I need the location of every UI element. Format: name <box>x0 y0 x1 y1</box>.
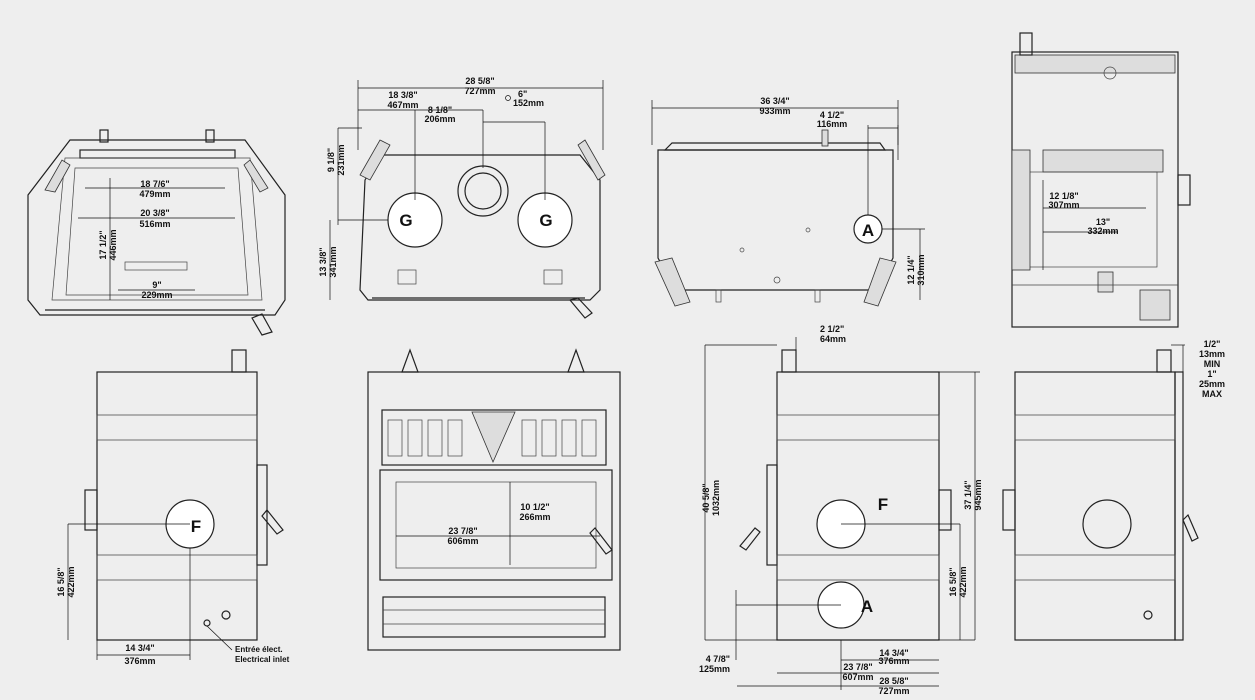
dim-rr-tm: 64mm <box>820 334 846 344</box>
electrical-inlet-fr-label: Entrée élect. <box>235 645 283 654</box>
g-marker-left: G <box>399 211 412 230</box>
dim-sd-am: 13mm <box>1199 349 1225 359</box>
dim-fv-w2m: 516mm <box>139 219 170 229</box>
section-view: 12 1/8" 307mm 13" 332mm <box>1011 32 1191 328</box>
dim-tv-cm: 152mm <box>513 98 544 108</box>
rear-view: F A 2 1/2" 64mm 40 5/8" 1032mm 37 1/4" 9… <box>699 324 983 696</box>
dim-fv-hm: 446mm <box>108 229 118 260</box>
dim-rr-h2: 37 1/4" <box>963 480 973 509</box>
a-marker-bottom: A <box>862 221 874 240</box>
dim-rr-h3m: 422mm <box>958 566 968 597</box>
a-marker-rear: A <box>861 597 873 616</box>
dim-rl-hm: 422mm <box>66 566 76 597</box>
dim-rr-w2: 23 7/8" <box>843 662 872 672</box>
dim-tv-dm: 231mm <box>336 144 346 175</box>
dim-sv-b: 13" <box>1096 217 1110 227</box>
dim-tv-b: 8 1/8" <box>428 105 452 115</box>
dim-fr-wm: 606mm <box>447 536 478 546</box>
dim-fv-bm: 229mm <box>141 290 172 300</box>
rear-left-view: F 16 5/8" 422mm 14 3/4" 376mm Entrée éle… <box>56 349 290 666</box>
dim-rr-w1: 14 3/4" <box>879 648 908 658</box>
dim-fv-w1m: 479mm <box>139 189 170 199</box>
dim-fr-h: 10 1/2" <box>520 502 549 512</box>
firebox-front-view: 18 7/6" 479mm 20 3/8" 516mm 17 1/2" 446m… <box>27 129 286 336</box>
dim-rr-t: 2 1/2" <box>820 324 844 334</box>
dim-rr-h: 40 5/8" <box>701 483 711 512</box>
dim-fr-w: 23 7/8" <box>448 526 477 536</box>
dim-rr-h3: 16 5/8" <box>948 567 958 596</box>
dim-rr-w3m: 727mm <box>878 686 909 696</box>
electrical-inlet-en-label: Electrical inlet <box>235 655 290 664</box>
f-marker-left: F <box>191 517 201 536</box>
dim-tv-am: 467mm <box>387 100 418 110</box>
dim-sv-bm: 332mm <box>1087 226 1118 236</box>
dim-tv-em: 341mm <box>328 246 338 277</box>
dim-tv-w: 28 5/8" <box>465 76 494 86</box>
dim-tv-a: 18 3/8" <box>388 90 417 100</box>
dim-rr-hm: 1032mm <box>711 480 721 516</box>
f-marker-rear: F <box>878 495 888 514</box>
dim-sv-a: 12 1/8" <box>1049 191 1078 201</box>
dim-bv-a: 4 1/2" <box>820 110 844 120</box>
dim-fv-w2: 20 3/8" <box>140 208 169 218</box>
dim-rr-bm: 125mm <box>699 664 730 674</box>
side-view: 1/2" 13mm MIN 1" 25mm MAX <box>1002 339 1225 641</box>
dim-tv-c: 6" <box>518 89 527 99</box>
dim-tv-d: 9 1/8" <box>326 148 336 172</box>
dim-sv-am: 307mm <box>1048 200 1079 210</box>
dim-rr-w2m: 607mm <box>842 672 873 682</box>
dim-sd-a: 1/2" <box>1204 339 1221 349</box>
dim-bv-wm: 933mm <box>759 106 790 116</box>
dim-fr-hm: 266mm <box>519 512 550 522</box>
dim-fv-h: 17 1/2" <box>98 230 108 259</box>
dim-tv-wm: 727mm <box>464 86 495 96</box>
bottom-view: A 36 3/4" 933mm 4 1/2" 116mm 12 1/4" 310… <box>651 96 926 307</box>
dim-tv-bm: 206mm <box>424 114 455 124</box>
g-marker-right: G <box>539 211 552 230</box>
dim-sd-min: MIN <box>1204 359 1221 369</box>
dim-bv-w: 36 3/4" <box>760 96 789 106</box>
dim-bv-am: 116mm <box>817 119 848 129</box>
dim-rr-h2m: 945mm <box>973 479 983 510</box>
dim-sd-bm: 25mm <box>1199 379 1225 389</box>
dim-rr-w3: 28 5/8" <box>879 676 908 686</box>
dim-rr-b: 4 7/8" <box>706 654 730 664</box>
dim-bv-h: 12 1/4" <box>906 255 916 284</box>
dim-rl-h: 16 5/8" <box>56 567 66 596</box>
dim-rl-w: 14 3/4" <box>125 643 154 653</box>
dim-sd-b: 1" <box>1207 369 1216 379</box>
dim-rr-w1m: 376mm <box>878 656 909 666</box>
front-elevation-view: 10 1/2" 266mm 23 7/8" 606mm <box>367 348 621 651</box>
dim-fv-w1: 18 7/6" <box>140 179 169 189</box>
dim-rl-wm: 376mm <box>124 656 155 666</box>
top-view: G G 28 5/8" 727mm 18 3/8" 467mm 8 1/8" 2… <box>318 76 606 319</box>
dim-tv-e: 13 3/8" <box>318 247 328 276</box>
dim-fv-b: 9" <box>152 280 161 290</box>
dim-sd-max: MAX <box>1202 389 1222 399</box>
dim-bv-hm: 310mm <box>916 254 926 285</box>
